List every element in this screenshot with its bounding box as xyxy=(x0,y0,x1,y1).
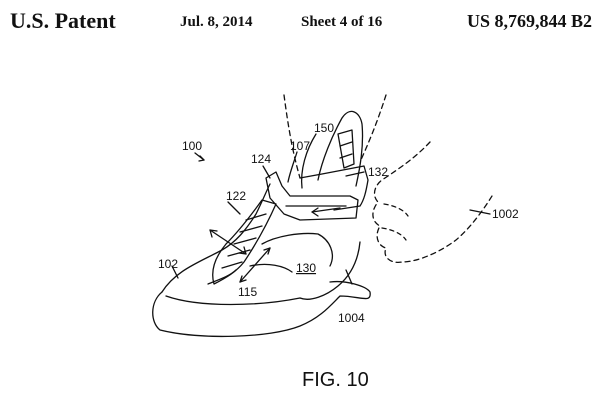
leg-outline-left xyxy=(283,94,301,179)
strap-124 xyxy=(265,171,359,221)
hand-outline xyxy=(372,141,493,264)
arrow-diagonal-b xyxy=(239,247,271,283)
finger-lines xyxy=(381,203,409,241)
ref-1002: 1002 xyxy=(492,207,519,221)
leader-150 xyxy=(300,133,317,189)
leader-107 xyxy=(287,151,298,183)
ref-124: 124 xyxy=(251,152,271,166)
upper-front xyxy=(161,183,271,293)
patent-number: US 8,769,844 B2 xyxy=(466,11,592,31)
lace-panel-lower xyxy=(207,269,237,285)
collar-132 xyxy=(299,165,369,211)
ref-102: 102 xyxy=(158,257,178,271)
tongue-slots xyxy=(339,141,353,159)
upper-heel xyxy=(299,241,361,300)
ref-122: 122 xyxy=(226,189,246,203)
ref-107: 107 xyxy=(290,139,310,153)
patent-title: U.S. Patent xyxy=(10,8,116,33)
ref-115: 115 xyxy=(238,285,257,299)
leader-122 xyxy=(227,201,241,215)
leader-132 xyxy=(345,171,365,177)
arrowheads-a xyxy=(209,229,247,255)
tongue-outline xyxy=(317,110,364,187)
ref-150: 150 xyxy=(314,121,334,135)
lace-panel-122 xyxy=(212,199,277,285)
arrow-strap xyxy=(311,207,341,213)
leader-1004 xyxy=(345,269,353,285)
ref-132: 132 xyxy=(368,165,388,179)
arrowheads-b xyxy=(239,247,271,283)
leader-100-head xyxy=(198,155,205,162)
ref-130: 130 xyxy=(296,261,316,275)
arrow-diagonal-a xyxy=(209,229,247,255)
arrowhead-strap xyxy=(311,207,319,217)
side-panel xyxy=(261,232,333,267)
leader-1002 xyxy=(469,209,491,215)
side-panel-lower xyxy=(249,263,293,273)
patent-date: Jul. 8, 2014 xyxy=(180,14,253,30)
leg-outline-right xyxy=(359,94,387,163)
leader-124 xyxy=(262,165,271,179)
sheet-number: Sheet 4 of 16 xyxy=(301,14,383,30)
leader-102 xyxy=(171,265,179,279)
ref-1004: 1004 xyxy=(338,311,365,325)
tongue-window xyxy=(337,129,355,169)
patent-header: U.S. Patent Jul. 8, 2014 Sheet 4 of 16 U… xyxy=(0,6,600,36)
midsole-line xyxy=(165,295,301,306)
ref-100: 100 xyxy=(182,139,202,153)
figure-caption: FIG. 10 xyxy=(302,369,369,391)
sole-outline xyxy=(152,280,371,338)
lace-rungs xyxy=(221,213,267,269)
